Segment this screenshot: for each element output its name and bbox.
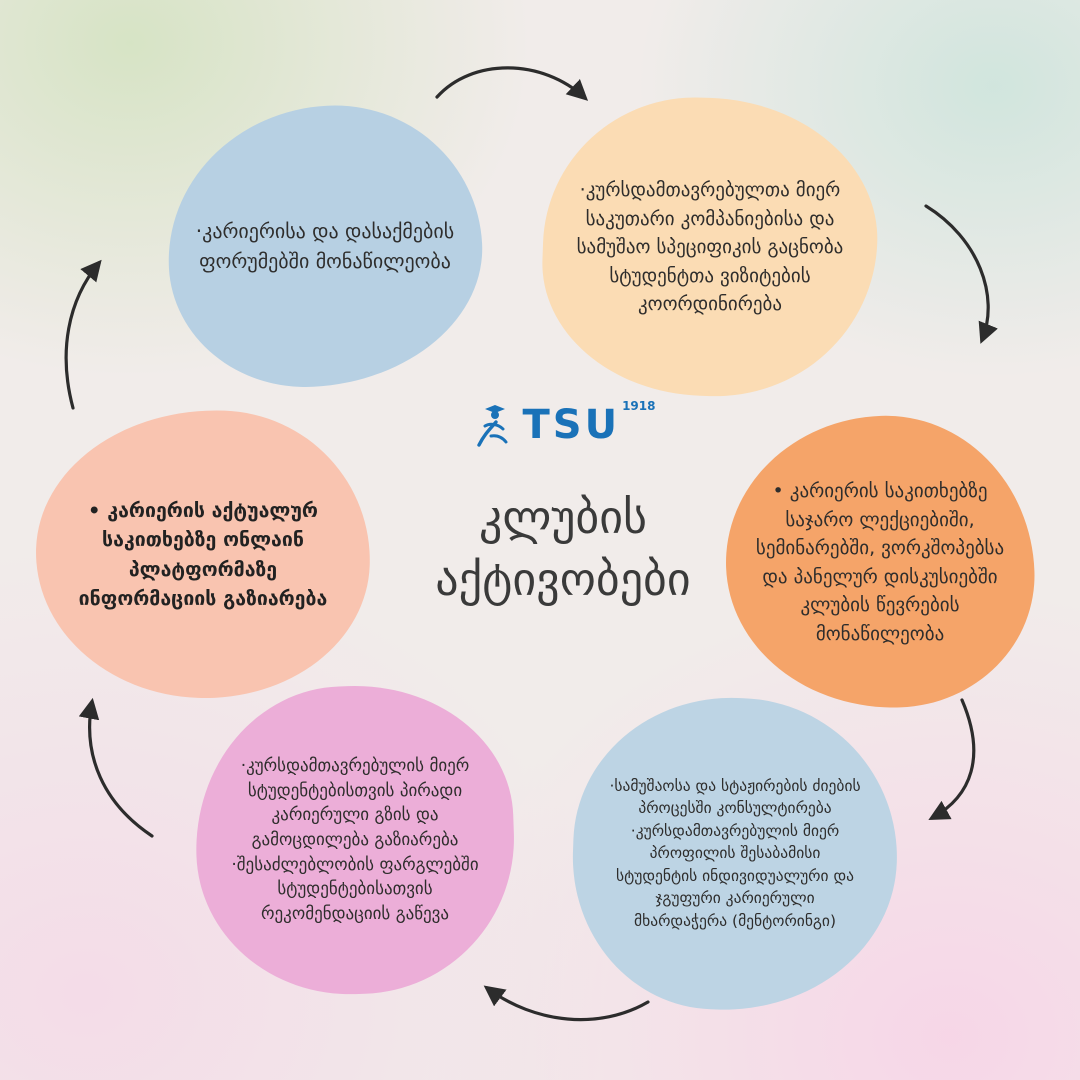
- blob-text: ·კურსდამთავრებულთა მიერ საკუთარი კომპანი…: [576, 178, 844, 315]
- blob-job-consulting-mentoring: ·სამუშაოსა და სტაჟირების ძიების პროცესში…: [567, 692, 903, 1016]
- curved-arrow-right-upper: [924, 204, 998, 344]
- curved-arrow-left-lower: [78, 697, 154, 838]
- curved-arrow-top: [435, 66, 589, 101]
- curved-arrow-right-lower: [928, 698, 976, 821]
- blob-career-employment-forums: ·კარიერისა და დასაქმების ფორუმებში მონაწ…: [160, 97, 490, 395]
- blob-public-lectures-participation: • კარიერის საკითხებზე საჯარო ლექციებიში,…: [720, 410, 1040, 714]
- blob-experience-sharing-recommendations: ·კურსდამთავრებულის მიერ სტუდენტებისთვის …: [190, 680, 520, 1000]
- tsu-wordmark-text: TSU: [522, 402, 621, 448]
- blob-text: ·სამუშაოსა და სტაჟირების ძიების პროცესში…: [609, 777, 861, 931]
- blob-text: • კარიერის აქტუალურ საკითხებზე ონლაინ პლ…: [78, 498, 328, 610]
- curved-arrow-left-upper: [64, 259, 102, 410]
- curved-arrow-bottom: [483, 985, 650, 1022]
- tsu-wordmark: TSU 1918: [522, 399, 656, 448]
- page-title: კლუბის აქტივობები: [435, 490, 691, 607]
- blob-alumni-company-visits: ·კურსდამთავრებულთა მიერ საკუთარი კომპანი…: [537, 92, 883, 402]
- tsu-runner-graduate-icon: [476, 405, 507, 447]
- blob-text: • კარიერის საკითხებზე საჯარო ლექციებიში,…: [755, 479, 1005, 645]
- blob-online-platform-information: • კარიერის აქტუალურ საკითხებზე ონლაინ პლ…: [31, 404, 375, 704]
- blob-text: ·კურსდამთავრებულის მიერ სტუდენტებისთვის …: [231, 755, 479, 924]
- tsu-logo: TSU 1918: [393, 399, 733, 448]
- tsu-year: 1918: [622, 399, 656, 413]
- blob-text: ·კარიერისა და დასაქმების ფორუმებში მონაწ…: [195, 219, 455, 273]
